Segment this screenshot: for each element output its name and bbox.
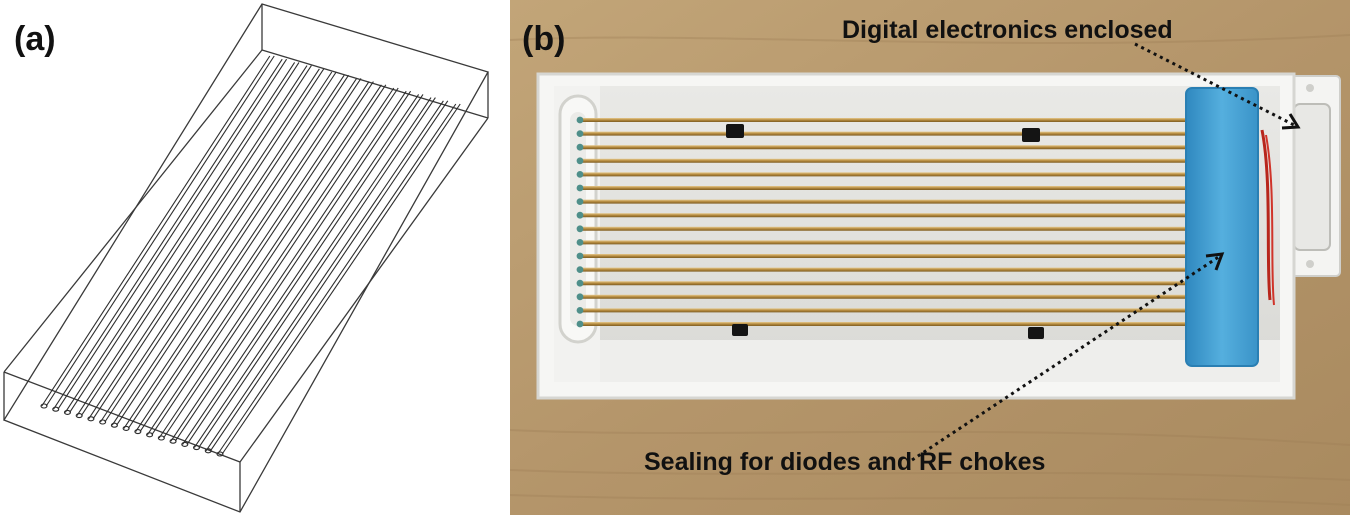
cad-rod-edge	[116, 74, 350, 426]
cad-rod-edge	[151, 84, 387, 436]
rod-end-cap	[576, 293, 584, 301]
cad-rod-edge	[198, 97, 436, 448]
cad-rod-edge	[182, 94, 420, 445]
rod-end-cap	[576, 279, 584, 287]
rod-end-cap	[576, 266, 584, 273]
cad-rod-edge	[111, 74, 345, 426]
brass-rod	[578, 213, 1196, 218]
cad-rod-edge	[123, 78, 358, 429]
cad-rod-edge	[205, 100, 444, 452]
callout-digital-electronics: Digital electronics enclosed	[842, 16, 1173, 44]
brass-rod	[578, 158, 1196, 163]
brass-rod	[578, 118, 1196, 122]
rod-end-cap	[576, 116, 584, 124]
rod-end-cap	[576, 130, 584, 138]
cad-rod-edge	[57, 58, 288, 410]
cad-rod-end	[157, 435, 165, 441]
cad-rod-edge	[170, 90, 407, 442]
panel-label-b: (b)	[522, 20, 566, 58]
cad-rod-end	[52, 406, 60, 412]
cad-rod-end	[181, 441, 189, 447]
cad-rod-edge	[158, 87, 395, 439]
rod-end-cap	[576, 184, 584, 192]
cad-rod-end	[75, 413, 83, 419]
prototype-photo	[510, 0, 1350, 515]
brass-rod	[578, 294, 1196, 299]
rod-end-cap	[576, 171, 584, 178]
cad-rod-edge	[92, 68, 325, 420]
cad-rod-edge	[45, 55, 275, 407]
brass-rod	[578, 199, 1196, 204]
rod-end-cap	[576, 211, 584, 219]
cad-rod-edge	[88, 68, 320, 420]
brass-rod	[578, 240, 1196, 245]
rod-end-cap	[576, 320, 584, 328]
panel-label-a: (a)	[14, 20, 56, 58]
cad-wireframe-drawing	[3, 3, 489, 513]
cad-rod-edge	[174, 90, 412, 442]
rod-end-cap	[576, 239, 584, 246]
cad-rod-end	[134, 429, 142, 435]
brass-rod	[578, 131, 1196, 136]
cad-rod-edge	[135, 81, 370, 432]
rod-end-cap	[576, 198, 584, 206]
brass-rod	[578, 254, 1196, 258]
cad-rod-edge	[127, 78, 362, 429]
cad-rod-edge	[104, 71, 337, 423]
cad-rod-end	[146, 432, 154, 438]
left-rod-holder	[558, 94, 598, 344]
cad-rod-edge	[69, 62, 300, 413]
cad-rod-edge	[76, 65, 308, 416]
rod-end-cap	[576, 157, 584, 165]
cad-rod-edge	[100, 71, 333, 423]
cad-rod-edge	[193, 97, 432, 448]
white-tray	[536, 72, 1296, 400]
cad-rod-edge	[53, 58, 283, 410]
rod-end-cap	[576, 252, 584, 260]
brass-rod	[578, 267, 1196, 272]
cad-rod-edge	[41, 55, 271, 407]
photo-panel	[510, 0, 1350, 515]
cad-rod-edge	[139, 81, 374, 432]
brass-rod	[578, 308, 1196, 313]
cad-rod-edge	[217, 103, 457, 455]
rod-end-cap	[576, 143, 584, 151]
cad-rod-edge	[210, 100, 449, 452]
cad-rod-end	[87, 416, 95, 422]
rod-end-cap	[576, 225, 584, 233]
cad-rod-edge	[64, 62, 296, 413]
cad-rod-end	[204, 448, 212, 454]
cad-rod-end	[122, 425, 130, 431]
brass-rod	[578, 281, 1196, 286]
cad-rod-edge	[80, 65, 312, 416]
brass-rod	[578, 145, 1196, 150]
cad-rod-end	[192, 445, 201, 451]
cad-rod-end	[63, 409, 72, 415]
cad-rod-array	[40, 55, 461, 457]
brass-rod	[578, 186, 1196, 190]
brass-rod	[578, 226, 1196, 231]
rod-end-cap	[576, 307, 584, 314]
cad-rod-edge	[221, 103, 461, 455]
cad-box-outline	[3, 3, 489, 513]
brass-rod	[578, 322, 1196, 326]
callout-sealing: Sealing for diodes and RF chokes	[644, 448, 1046, 476]
cad-rod-edge	[146, 84, 382, 436]
cad-rod-end	[110, 422, 118, 428]
cad-rod-end	[216, 451, 224, 457]
cad-rod-end	[169, 438, 177, 444]
cad-rod-end	[99, 419, 107, 425]
cad-rod-edge	[163, 87, 399, 439]
brass-rod	[578, 172, 1196, 177]
cad-rod-edge	[186, 94, 424, 445]
cad-rod-end	[40, 403, 48, 409]
